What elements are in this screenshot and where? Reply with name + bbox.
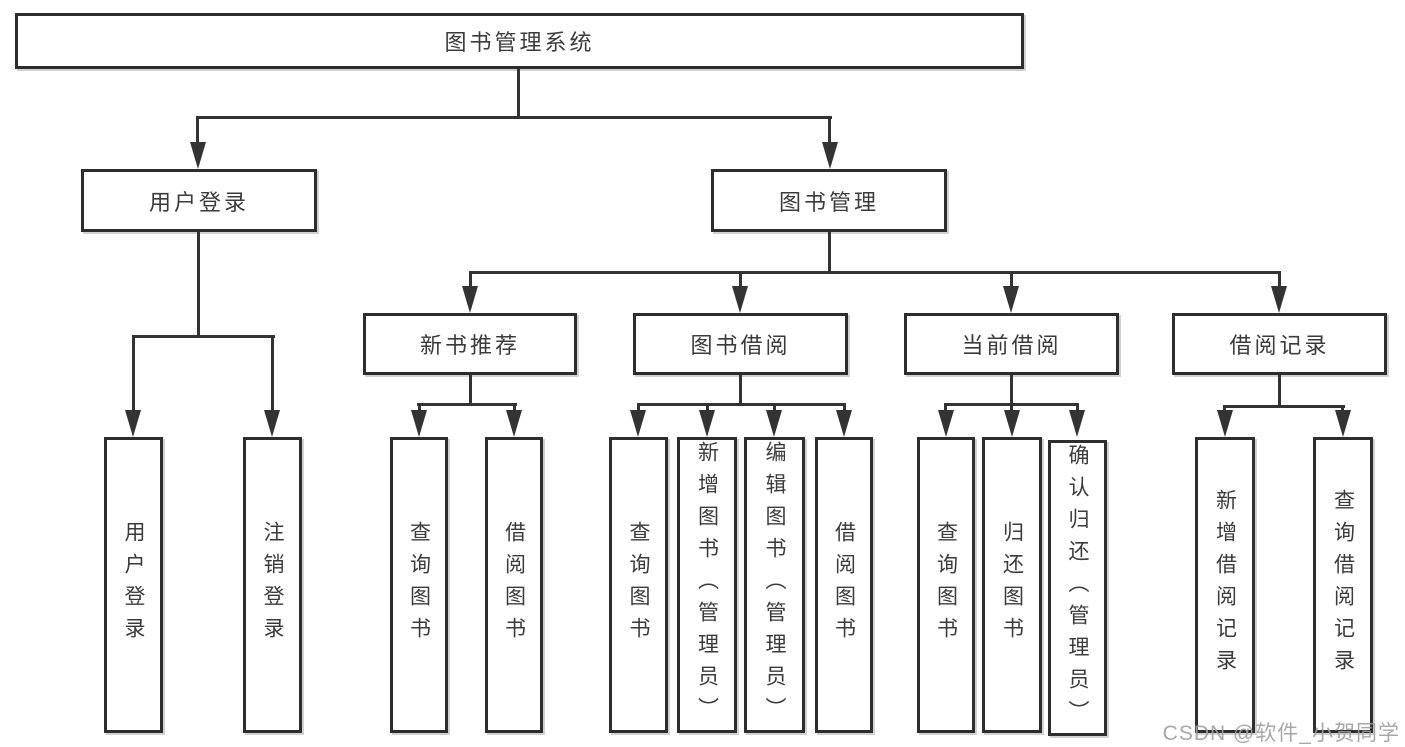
connector-arrow (630, 410, 646, 437)
connector-line (637, 403, 846, 406)
connector-line (1010, 271, 1013, 289)
connector-line (469, 271, 1281, 274)
node-leaf-add-borrow-record: 新增借阅记录 (1195, 437, 1255, 733)
connector-line (944, 403, 947, 413)
node-user-login: 用户登录 (81, 169, 317, 232)
connector-line (469, 271, 472, 289)
connector-line (1278, 271, 1281, 289)
node-label: 借阅记录 (1229, 333, 1330, 358)
connector-line (1223, 405, 1226, 413)
connector-line (271, 335, 274, 413)
connector-arrow (411, 410, 427, 437)
connector-line (1223, 405, 1345, 408)
node-label: 确认归还（管理员） (1066, 444, 1089, 732)
connector-line (513, 403, 516, 413)
connector-line (739, 375, 742, 405)
connector-arrow (699, 410, 715, 437)
connector-arrow (1004, 410, 1020, 437)
node-label: 注销登录 (261, 521, 284, 649)
connector-arrow (1271, 286, 1287, 313)
connector-arrow (732, 286, 748, 313)
node-label: 图书管理系统 (444, 30, 595, 55)
node-label: 查询图书 (407, 521, 431, 649)
node-label: 借阅图书 (502, 521, 526, 649)
connector-line (196, 116, 832, 119)
connector-line (517, 68, 520, 118)
node-leaf-borrow-books: 借阅图书 (815, 437, 873, 733)
connector-line (417, 403, 517, 406)
connector-arrow (506, 410, 522, 437)
csdn-watermark: CSDN @软件_小贺同学 (1162, 722, 1400, 745)
node-label: 图书管理 (778, 189, 879, 215)
connector-line (637, 403, 640, 413)
connector-arrow (938, 410, 954, 437)
connector-line (843, 403, 846, 413)
connector-line (828, 232, 831, 273)
connector-line (706, 403, 709, 413)
connector-line (739, 271, 742, 289)
node-leaf-add-books-admin: 新增图书（管理员） (677, 437, 737, 733)
connector-line (1010, 375, 1013, 405)
node-new-book-recommend: 新书推荐 (363, 313, 577, 375)
node-leaf-return-books: 归还图书 (982, 437, 1042, 733)
connector-line (1076, 403, 1079, 413)
node-leaf-query-books-recommend: 查询图书 (390, 437, 448, 733)
node-book-management: 图书管理 (711, 169, 947, 232)
node-label: 用户登录 (122, 521, 145, 649)
connector-arrow (264, 410, 280, 437)
node-label: 新书推荐 (419, 333, 520, 358)
node-book-borrowing: 图书借阅 (633, 313, 848, 375)
connector-line (469, 375, 472, 405)
connector-arrow (125, 410, 141, 437)
connector-arrow (822, 142, 838, 169)
node-leaf-borrow-books-recommend: 借阅图书 (485, 437, 543, 733)
connector-arrow (190, 142, 206, 169)
node-label: 用户登录 (148, 189, 249, 215)
node-leaf-query-books-borrow: 查询图书 (609, 437, 668, 733)
node-borrowing-records: 借阅记录 (1172, 313, 1387, 375)
connector-arrow (1069, 410, 1085, 437)
node-leaf-user-login: 用户登录 (104, 437, 163, 733)
connector-line (773, 403, 776, 413)
node-leaf-edit-books-admin: 编辑图书（管理员） (744, 437, 805, 733)
node-label: 当前借阅 (961, 333, 1062, 358)
connector-arrow (836, 410, 852, 437)
connector-arrow (1003, 286, 1019, 313)
node-label: 归还图书 (1000, 521, 1024, 649)
connector-line (1278, 375, 1281, 407)
node-label: 编辑图书（管理员） (763, 441, 786, 729)
node-label: 图书借阅 (690, 333, 791, 358)
connector-arrow (1217, 410, 1233, 437)
node-label: 查询图书 (934, 521, 958, 649)
node-leaf-logout: 注销登录 (243, 437, 302, 733)
connector-arrow (462, 286, 478, 313)
node-label: 新增图书（管理员） (695, 441, 719, 729)
node-library-management-system: 图书管理系统 (15, 13, 1024, 69)
connector-line (418, 403, 421, 413)
connector-line (132, 335, 135, 413)
connector-arrow (766, 410, 782, 437)
node-label: 新增借阅记录 (1213, 489, 1237, 681)
node-current-borrowing: 当前借阅 (904, 313, 1119, 375)
node-label: 查询借阅记录 (1331, 489, 1355, 681)
node-label: 查询图书 (627, 521, 650, 649)
connector-line (828, 116, 831, 144)
node-label: 借阅图书 (832, 521, 856, 649)
connector-line (1341, 405, 1344, 413)
node-leaf-confirm-return-admin: 确认归还（管理员） (1048, 440, 1107, 736)
connector-line (196, 116, 199, 144)
connector-arrow (1335, 410, 1351, 437)
connector-line (132, 335, 275, 338)
node-leaf-query-books-current: 查询图书 (917, 437, 975, 733)
node-leaf-query-borrow-record: 查询借阅记录 (1313, 437, 1373, 733)
connector-line (1010, 403, 1013, 413)
connector-line (197, 232, 200, 337)
